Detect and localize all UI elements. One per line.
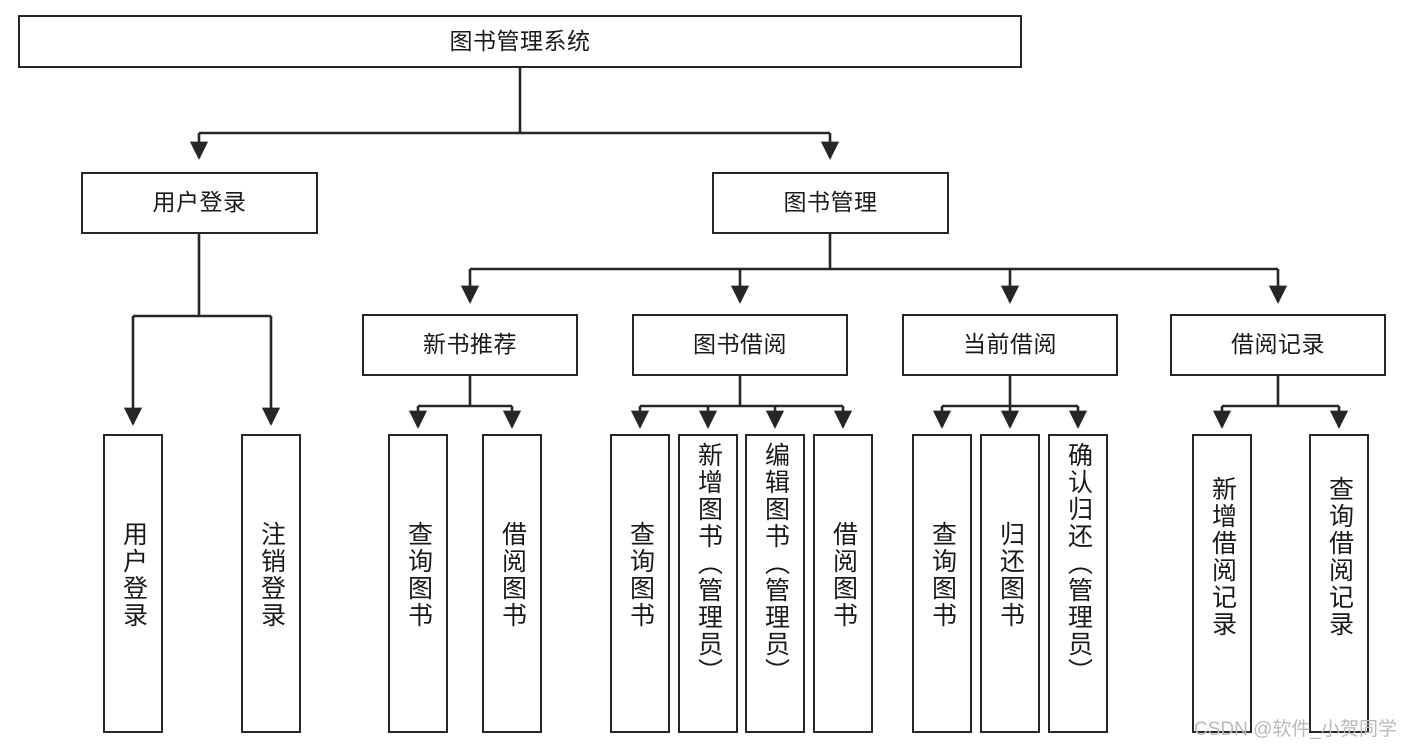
node-leaf-return-book[interactable]: 归还图书 — [980, 434, 1040, 733]
node-book-management[interactable]: 图书管理 — [712, 172, 949, 234]
node-new-book-recommend[interactable]: 新书推荐 — [362, 314, 578, 376]
node-leaf-borrow-book-2[interactable]: 借阅图书 — [813, 434, 873, 733]
node-leaf-borrow-book-2-label: 借阅图书 — [829, 521, 858, 629]
node-current-borrow-label: 当前借阅 — [963, 331, 1057, 358]
node-leaf-logout[interactable]: 注销登录 — [241, 434, 301, 733]
node-current-borrow[interactable]: 当前借阅 — [902, 314, 1118, 376]
node-leaf-user-login-label: 用户登录 — [119, 521, 148, 629]
node-leaf-query-book-1-label: 查询图书 — [404, 521, 433, 629]
node-user-login[interactable]: 用户登录 — [81, 172, 318, 234]
node-user-login-label: 用户登录 — [152, 189, 247, 216]
csdn-watermark: CSDN @软件_小贺同学 — [1194, 719, 1397, 740]
node-leaf-borrow-book-1[interactable]: 借阅图书 — [482, 434, 542, 733]
node-leaf-user-login[interactable]: 用户登录 — [103, 434, 163, 733]
node-leaf-query-book-2[interactable]: 查询图书 — [610, 434, 670, 733]
node-borrow-record-label: 借阅记录 — [1231, 331, 1325, 358]
node-leaf-edit-book-label: 编辑图书（管理员） — [761, 442, 790, 685]
node-leaf-query-book-1[interactable]: 查询图书 — [388, 434, 448, 733]
node-leaf-return-book-label: 归还图书 — [996, 521, 1025, 629]
node-leaf-confirm-return-label: 确认归还（管理员） — [1064, 442, 1093, 685]
node-leaf-query-book-3[interactable]: 查询图书 — [912, 434, 972, 733]
node-leaf-borrow-book-1-label: 借阅图书 — [498, 521, 527, 629]
node-leaf-logout-label: 注销登录 — [257, 521, 286, 629]
node-leaf-add-book[interactable]: 新增图书（管理员） — [678, 434, 738, 733]
node-book-borrow[interactable]: 图书借阅 — [632, 314, 848, 376]
node-leaf-edit-book[interactable]: 编辑图书（管理员） — [745, 434, 805, 733]
node-leaf-add-book-label: 新增图书（管理员） — [694, 442, 723, 685]
node-leaf-confirm-return[interactable]: 确认归还（管理员） — [1048, 434, 1108, 733]
node-leaf-query-book-3-label: 查询图书 — [928, 521, 957, 629]
node-leaf-add-record-label: 新增借阅记录 — [1208, 476, 1237, 638]
node-new-book-recommend-label: 新书推荐 — [423, 331, 517, 358]
node-root-label: 图书管理系统 — [449, 27, 591, 54]
node-root[interactable]: 图书管理系统 — [18, 15, 1022, 68]
node-leaf-add-record[interactable]: 新增借阅记录 — [1192, 434, 1252, 733]
node-leaf-query-book-2-label: 查询图书 — [626, 521, 655, 629]
node-book-borrow-label: 图书借阅 — [693, 331, 787, 358]
node-leaf-query-record[interactable]: 查询借阅记录 — [1309, 434, 1369, 733]
node-leaf-query-record-label: 查询借阅记录 — [1325, 476, 1354, 638]
node-book-management-label: 图书管理 — [783, 189, 878, 216]
node-borrow-record[interactable]: 借阅记录 — [1170, 314, 1386, 376]
